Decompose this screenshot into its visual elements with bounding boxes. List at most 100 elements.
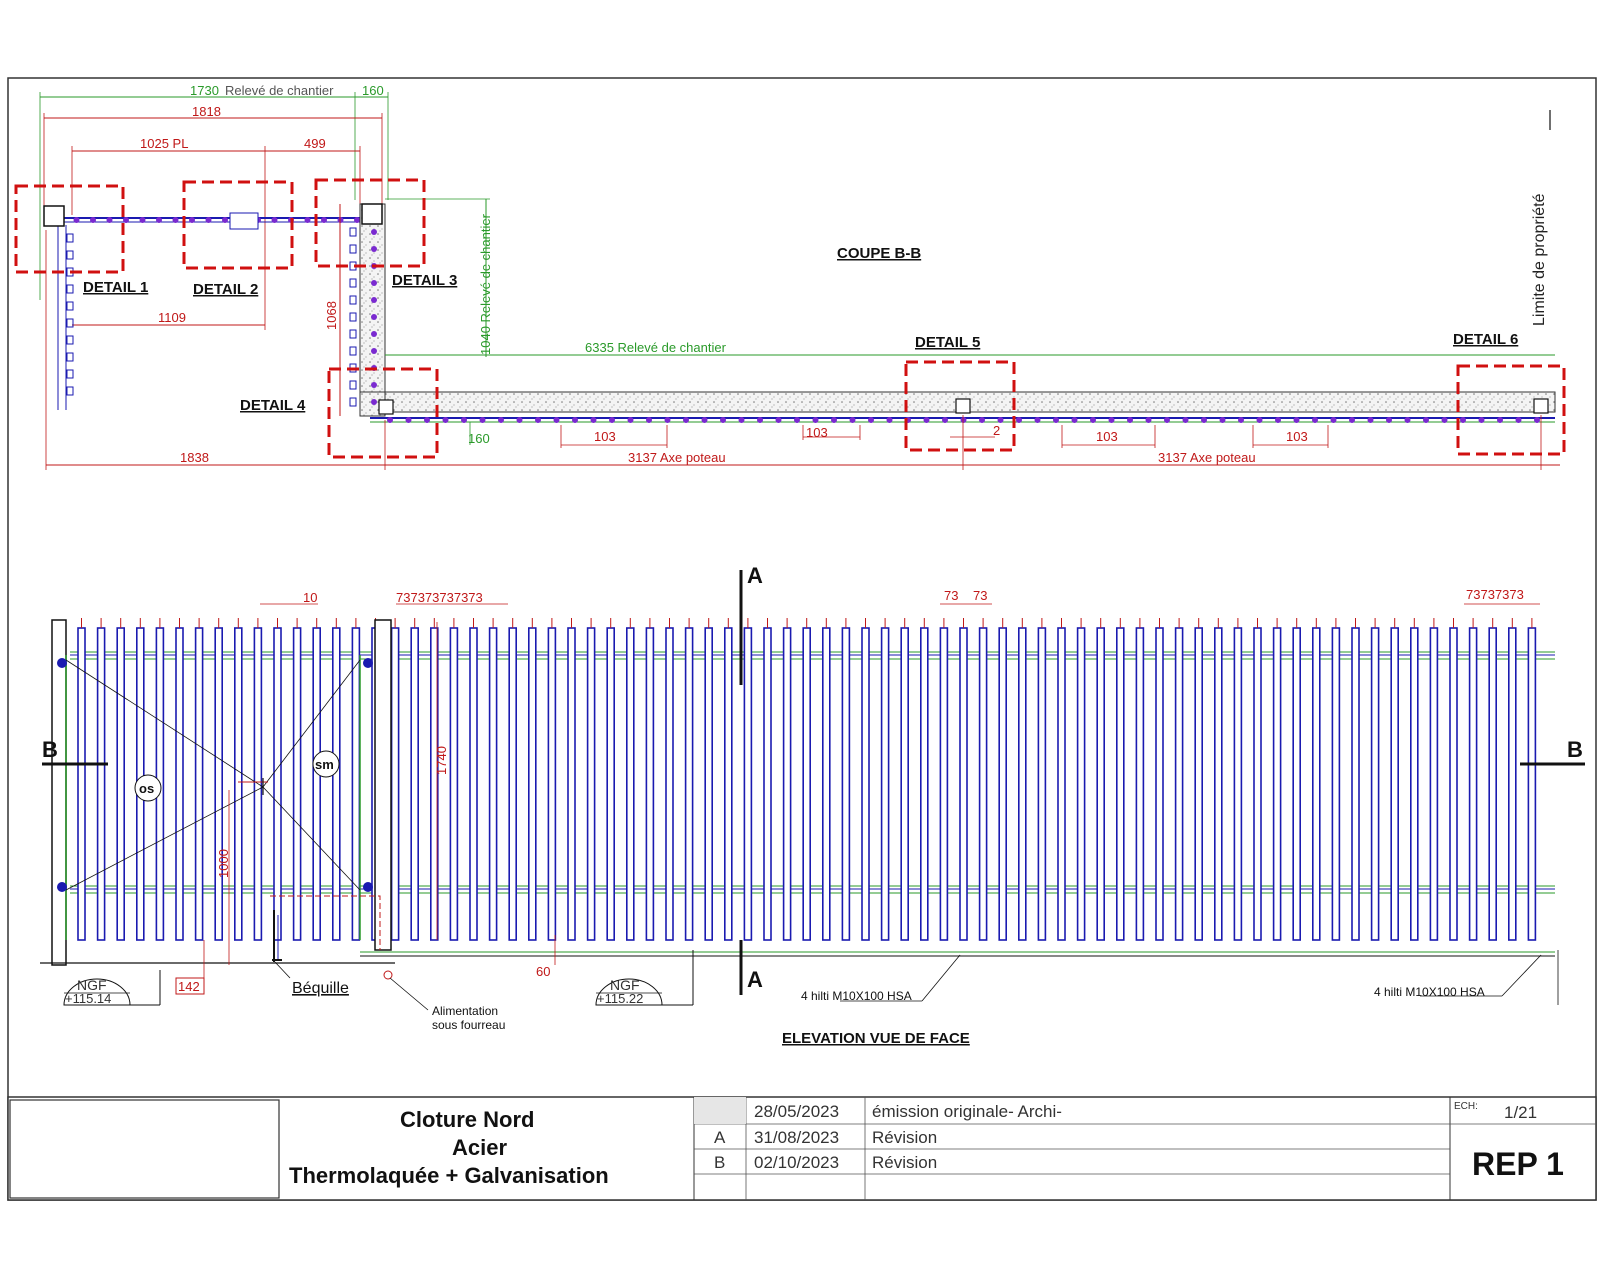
dim-1040: 1040 Relevé de chantier: [478, 213, 493, 355]
post-dot: [371, 246, 377, 252]
detail-label-5: DETAIL 5: [915, 334, 980, 351]
picket: [782, 618, 792, 941]
bracket-mark: [349, 312, 357, 322]
post-dot: [1441, 417, 1448, 423]
post-dot: [387, 417, 393, 423]
picket: [665, 618, 674, 941]
post-dot: [1275, 417, 1281, 423]
picket: [292, 618, 302, 941]
post-dot: [1423, 417, 1429, 423]
gate-mark: [66, 250, 74, 260]
bracket-mark: [349, 380, 357, 390]
picket: [331, 618, 341, 941]
picket: [625, 618, 635, 941]
picket: [1233, 618, 1243, 941]
bracket-mark: [349, 295, 357, 305]
scale-label: ECH:: [1454, 1101, 1478, 1112]
section-mark-a-bottom: A: [747, 967, 763, 992]
picket: [390, 618, 400, 941]
post-dot: [738, 417, 745, 423]
dim-73-b: 73: [973, 588, 987, 603]
picket: [802, 618, 812, 941]
rev-0-date: 28/05/2023: [754, 1102, 839, 1121]
post-dot: [304, 217, 311, 223]
rev-1-code: A: [714, 1128, 726, 1147]
post-dot: [371, 314, 377, 320]
picket: [429, 618, 439, 941]
dim-6335: 6335 Relevé de chantier: [585, 340, 727, 355]
dim-1838: 1838: [180, 450, 209, 465]
post-dot: [354, 217, 360, 223]
post-dot: [1182, 417, 1189, 423]
dim-releve-1: Relevé de chantier: [225, 83, 334, 98]
gate-swing-plan: [57, 225, 67, 410]
dim-1109: 1109: [158, 310, 186, 325]
post-dot: [1127, 417, 1133, 423]
post-dot: [886, 417, 893, 423]
picket: [821, 618, 831, 941]
picket: [449, 618, 459, 941]
post-dot: [156, 217, 162, 223]
post-dot: [189, 217, 195, 223]
picket: [743, 618, 753, 941]
dim-1730: 1730: [190, 83, 219, 98]
post-dot: [139, 217, 146, 223]
post-dot: [1034, 417, 1041, 423]
post-dot: [794, 417, 800, 423]
detail-box-3: [314, 178, 426, 268]
post-dot: [1145, 417, 1152, 423]
post-dot: [757, 417, 763, 423]
post-dot: [1312, 417, 1318, 423]
picket: [1155, 618, 1164, 941]
post-dot: [498, 417, 504, 423]
post-dot: [868, 417, 874, 423]
post-dot: [1349, 417, 1355, 423]
bequille-label: Béquille: [292, 980, 349, 997]
post-dot: [979, 417, 985, 423]
picket: [351, 618, 361, 941]
picket: [234, 618, 243, 941]
post-dot: [1053, 417, 1059, 423]
detail-label-6: DETAIL 6: [1453, 331, 1518, 348]
picket: [645, 618, 655, 941]
picket: [1116, 618, 1125, 941]
gate-post-left: [51, 619, 67, 966]
picket: [1410, 618, 1419, 941]
post-dot: [609, 417, 615, 423]
rev-2-date: 02/10/2023: [754, 1153, 839, 1172]
post-dot: [73, 217, 80, 223]
post-dot: [1330, 417, 1337, 423]
dim-103-1: 103: [594, 429, 616, 444]
gate-leaf-left-marker: [134, 774, 162, 802]
picket: [841, 618, 851, 941]
dim-1068: 1068: [324, 301, 339, 330]
picket: [1331, 618, 1341, 941]
dim-160-bottom: 160: [468, 431, 490, 446]
bracket-mark: [349, 397, 357, 407]
plan-post-corner-bottom: [378, 399, 394, 415]
picket: [312, 618, 322, 941]
picket: [214, 618, 223, 941]
post-dot: [1164, 417, 1170, 423]
picket: [547, 618, 557, 941]
dim-160-top: 160: [362, 83, 384, 98]
dim-142-box: [175, 977, 205, 995]
picket: [1214, 618, 1223, 941]
detail-label-4: DETAIL 4: [240, 397, 306, 414]
picket: [763, 618, 772, 941]
alimentation-label-1: Alimentation: [432, 1004, 498, 1018]
post-dot: [1256, 417, 1263, 423]
post-dot: [371, 382, 377, 388]
gate-mark: [66, 233, 74, 243]
bracket-mark: [349, 227, 357, 237]
bracket-mark: [349, 329, 357, 339]
picket: [1272, 618, 1282, 941]
post-dot: [701, 417, 708, 423]
concrete-wall-vertical: [359, 203, 386, 417]
section-mark-a-top: A: [747, 563, 763, 588]
picket: [1076, 618, 1086, 941]
post-dot: [371, 229, 377, 235]
plan-post-corner-top: [361, 203, 383, 225]
gate-leaf-right-label: sm: [315, 757, 334, 772]
dim-1818: 1818: [192, 104, 221, 119]
